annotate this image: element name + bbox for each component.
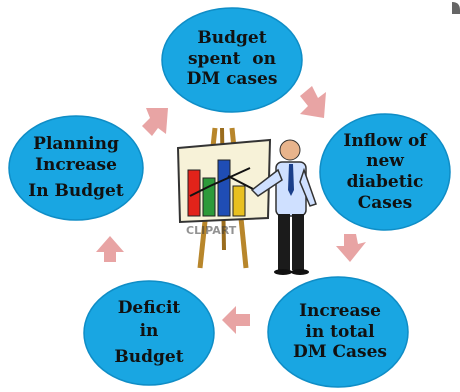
node-text: Budget: [114, 347, 184, 368]
node-text: Budget: [197, 27, 267, 48]
node-text: In Budget: [28, 181, 124, 202]
node-circle-increase-total: [267, 276, 409, 388]
node-text: Deficit: [117, 297, 181, 318]
node-text: spent on: [187, 48, 277, 69]
node-increase-total-cases: Increase in total DM Cases: [270, 292, 410, 372]
node-circle-inflow: [319, 113, 451, 231]
node-planning-increase: Planning Increase In Budget: [14, 126, 138, 210]
node-budget-spent: Budget spent on DM cases: [168, 16, 296, 102]
node-text: DM cases: [186, 69, 278, 90]
arrow-3-icon: [222, 306, 250, 334]
node-circle-budget-spent: [161, 7, 303, 113]
node-text: Planning: [33, 133, 119, 154]
arrow-1-icon: [300, 86, 326, 118]
node-text: in: [139, 320, 159, 341]
node-text: diabetic: [346, 172, 424, 192]
corner-mark-icon: [452, 2, 460, 14]
arrow-5-icon: [142, 108, 168, 136]
arrow-4-icon: [96, 236, 124, 262]
node-text: Inflow of: [343, 130, 427, 151]
node-text: Cases: [357, 192, 413, 213]
node-text: DM Cases: [293, 342, 387, 363]
node-circle-planning: [8, 115, 144, 221]
node-circle-deficit: [83, 280, 215, 386]
node-text: new: [366, 151, 404, 172]
node-inflow-new-cases: Inflow of new diabetic Cases: [325, 122, 445, 222]
node-deficit-budget: Deficit in Budget: [88, 288, 210, 378]
node-text: Increase: [299, 300, 381, 321]
arrow-2-icon: [336, 234, 366, 262]
node-text: Increase: [35, 154, 117, 175]
easel-caption: CLIPART: [186, 224, 237, 237]
presenter-clipart: [176, 127, 317, 275]
node-text: in total: [305, 321, 375, 342]
